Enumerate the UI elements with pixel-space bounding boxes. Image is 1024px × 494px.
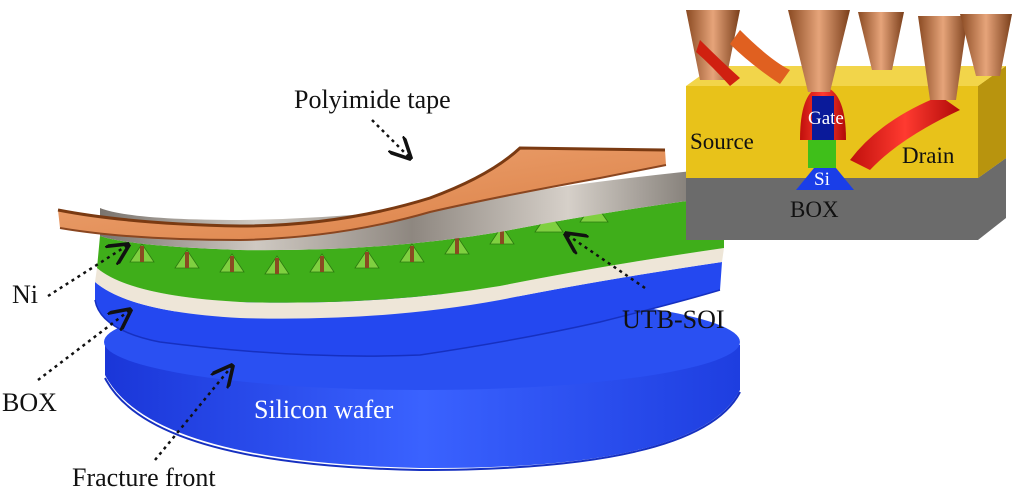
inset-label-gate: Gate <box>808 108 844 129</box>
arrow-utb-soi <box>566 234 646 290</box>
label-silicon-wafer: Silicon wafer <box>254 395 394 424</box>
utb-soi-layer <box>97 196 724 303</box>
inset-label-si: Si <box>814 169 830 190</box>
label-utb-soi: UTB-SOI <box>622 305 725 334</box>
leader-arrows <box>37 119 646 461</box>
arrow-polyimide <box>371 119 410 158</box>
label-polyimide-tape: Polyimide tape <box>294 85 451 114</box>
label-ni: Ni <box>12 280 38 309</box>
inset-label-box: BOX <box>790 197 839 222</box>
label-box: BOX <box>2 388 57 417</box>
arrow-box <box>37 310 130 381</box>
box-layer <box>95 248 724 319</box>
label-fracture-front: Fracture front <box>72 463 216 492</box>
inset-label-source: Source <box>690 129 754 154</box>
inset-label-drain: Drain <box>902 143 955 168</box>
arrow-ni <box>47 245 128 298</box>
peeled-wafer-layer <box>94 262 722 357</box>
inset-transistor: Gate Source Drain Si BOX <box>686 10 1012 240</box>
copper-contacts <box>686 10 1012 100</box>
polyimide-tape <box>57 146 667 242</box>
